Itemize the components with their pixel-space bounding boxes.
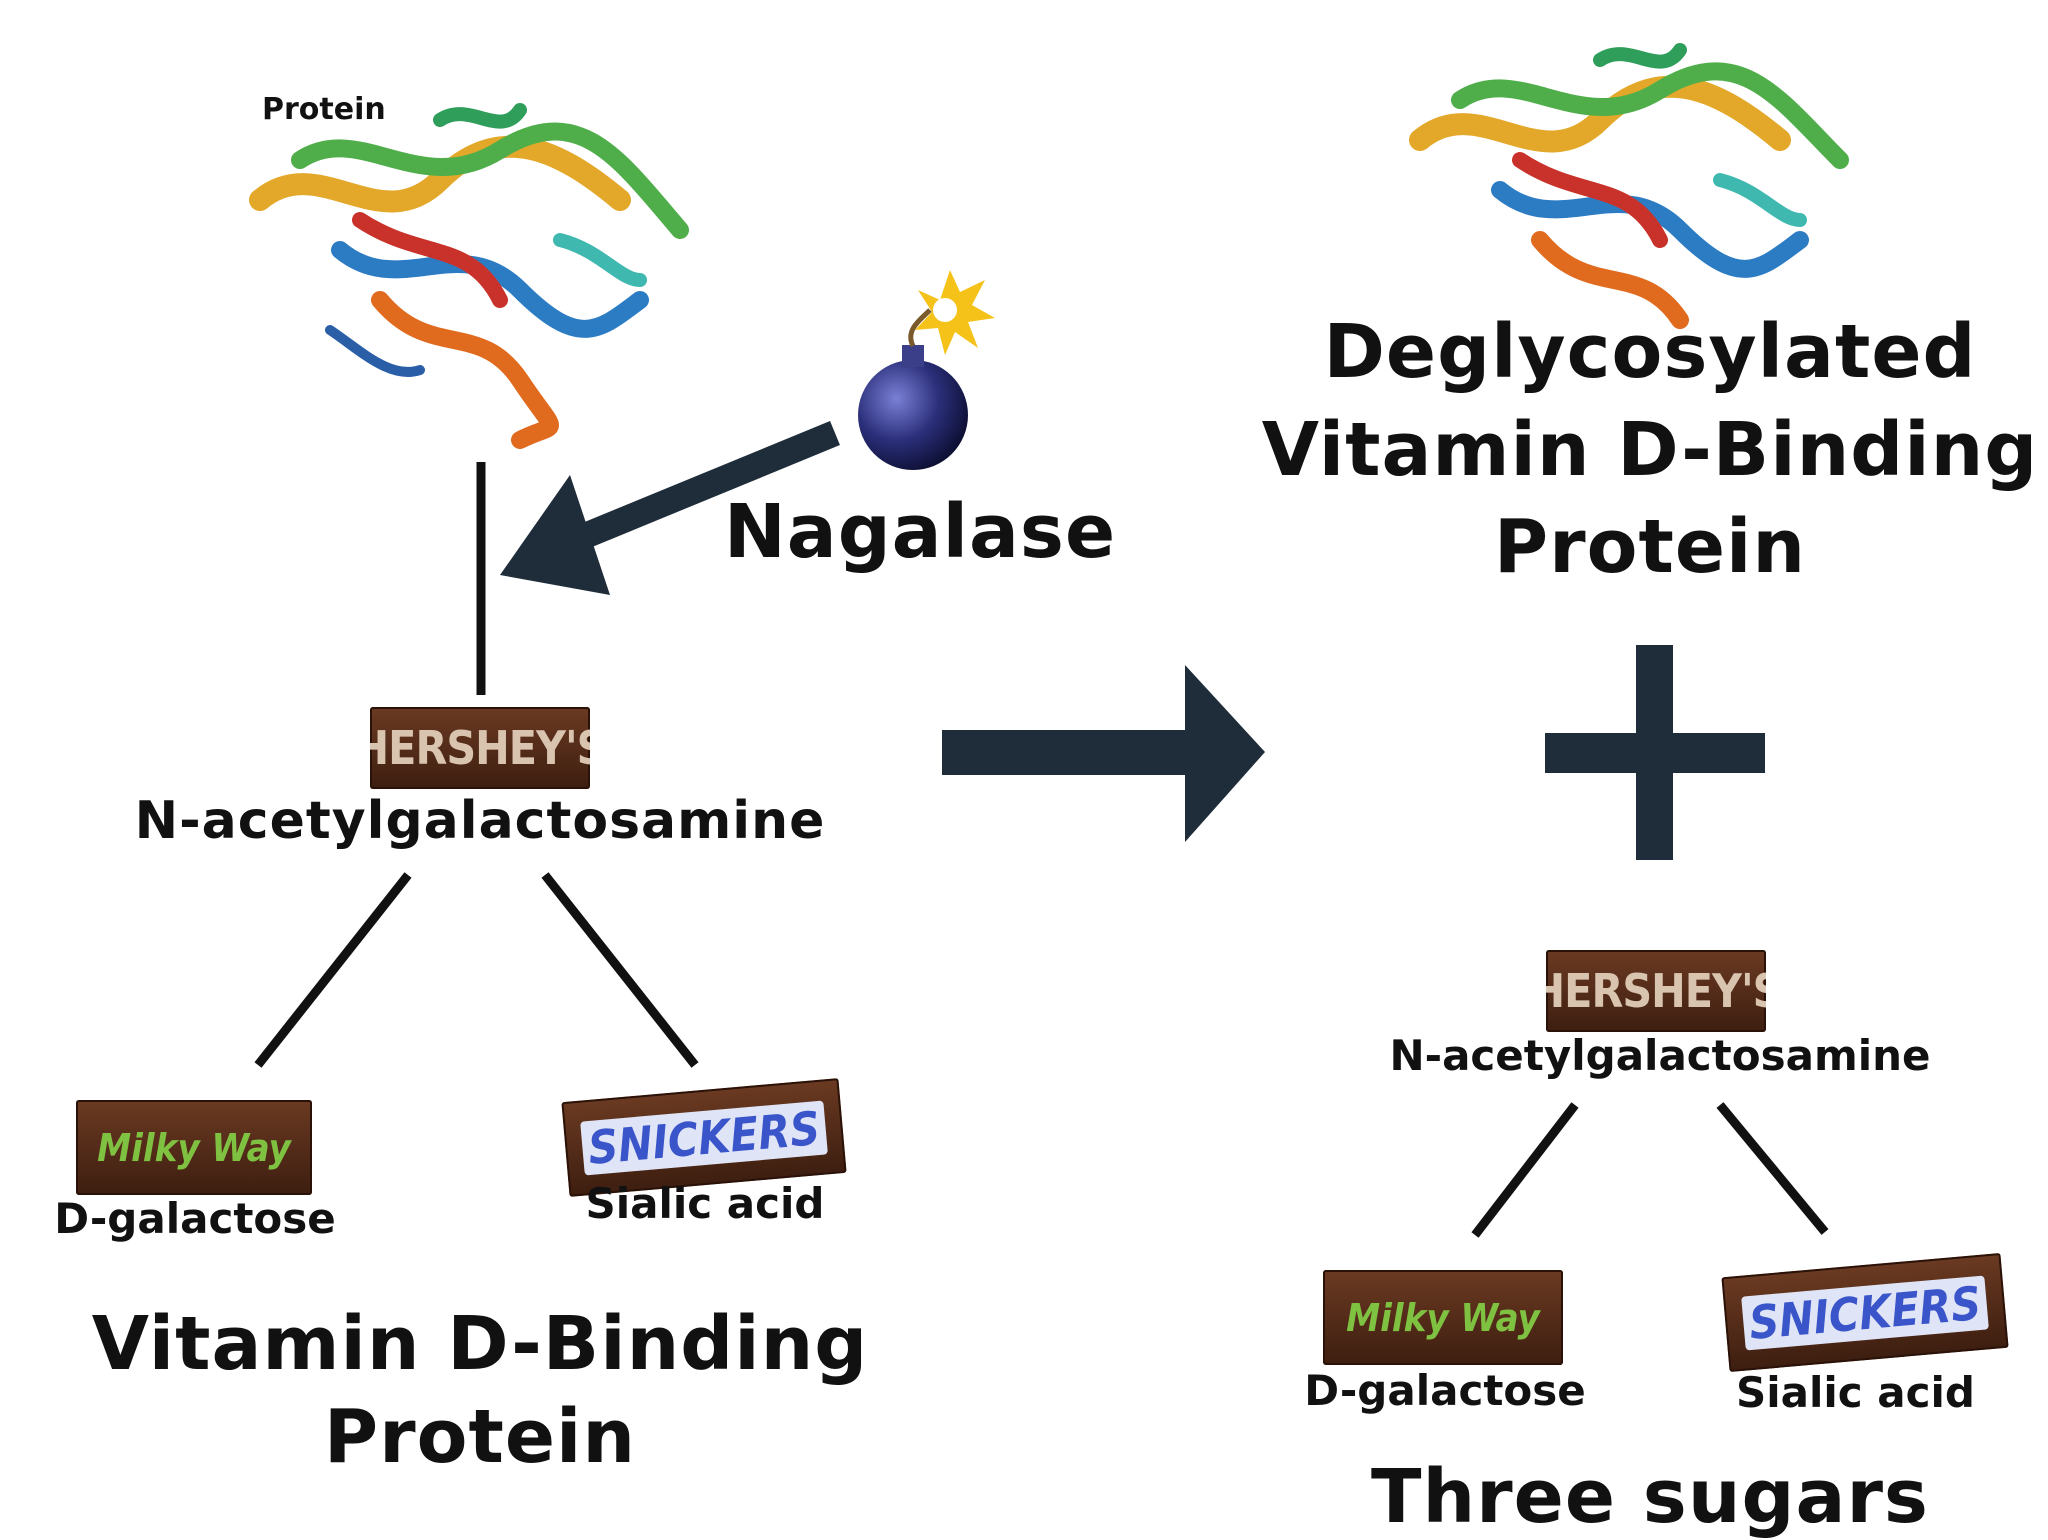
connector-core-to-galactose-left (254, 872, 412, 1068)
sialic-acid-label-left: Sialic acid (585, 1179, 825, 1228)
hersheys-candy-right: HERSHEY'S (1546, 950, 1766, 1032)
sialic-acid-label-right: Sialic acid (1736, 1368, 1975, 1417)
protein-label: Protein (262, 92, 386, 127)
deglycosylated-title-line3: Protein (1493, 504, 1807, 590)
connector-core-to-sialic-right (1716, 1102, 1829, 1235)
n-acetylgalactosamine-label-left: N-acetylgalactosamine (134, 791, 826, 851)
snickers-wrapper-text-left: SNICKERS (579, 1099, 828, 1176)
d-galactose-label-left: D-galactose (54, 1194, 336, 1243)
hersheys-candy-left: HERSHEY'S (370, 707, 590, 789)
nagalase-arrow (500, 420, 840, 595)
nagalase-label: Nagalase (723, 489, 1117, 575)
snickers-wrapper-text-right: SNICKERS (1740, 1274, 1989, 1351)
protein-structure-left (249, 103, 689, 449)
milky-way-wrapper-text-right: Milky Way (1346, 1295, 1540, 1340)
milky-way-candy-right: Milky Way (1323, 1270, 1563, 1365)
milky-way-wrapper-text-left: Milky Way (97, 1125, 291, 1170)
deglycosylated-title-line2: Vitamin D-Binding (1261, 407, 2039, 493)
hersheys-wrapper-text-left: HERSHEY'S (370, 721, 590, 775)
bomb-icon (858, 270, 995, 470)
three-sugars-caption: Three sugars (1371, 1454, 1929, 1540)
connector-core-to-sialic-left (541, 872, 699, 1068)
n-acetylgalactosamine-label-right: N-acetylgalactosamine (1389, 1031, 1931, 1080)
plus-sign (1545, 645, 1765, 860)
deglycosylated-title-line1: Deglycosylated (1323, 309, 1977, 395)
vdbp-title-line1: Vitamin D-Binding (91, 1301, 869, 1387)
protein-structure-right (1409, 43, 1849, 329)
milky-way-candy-left: Milky Way (76, 1100, 312, 1195)
connector-core-to-galactose-right (1471, 1102, 1579, 1238)
reaction-arrow (942, 665, 1265, 842)
vdbp-title-line2: Protein (323, 1394, 637, 1480)
d-galactose-label-right: D-galactose (1304, 1366, 1586, 1415)
hersheys-wrapper-text-right: HERSHEY'S (1546, 964, 1766, 1018)
